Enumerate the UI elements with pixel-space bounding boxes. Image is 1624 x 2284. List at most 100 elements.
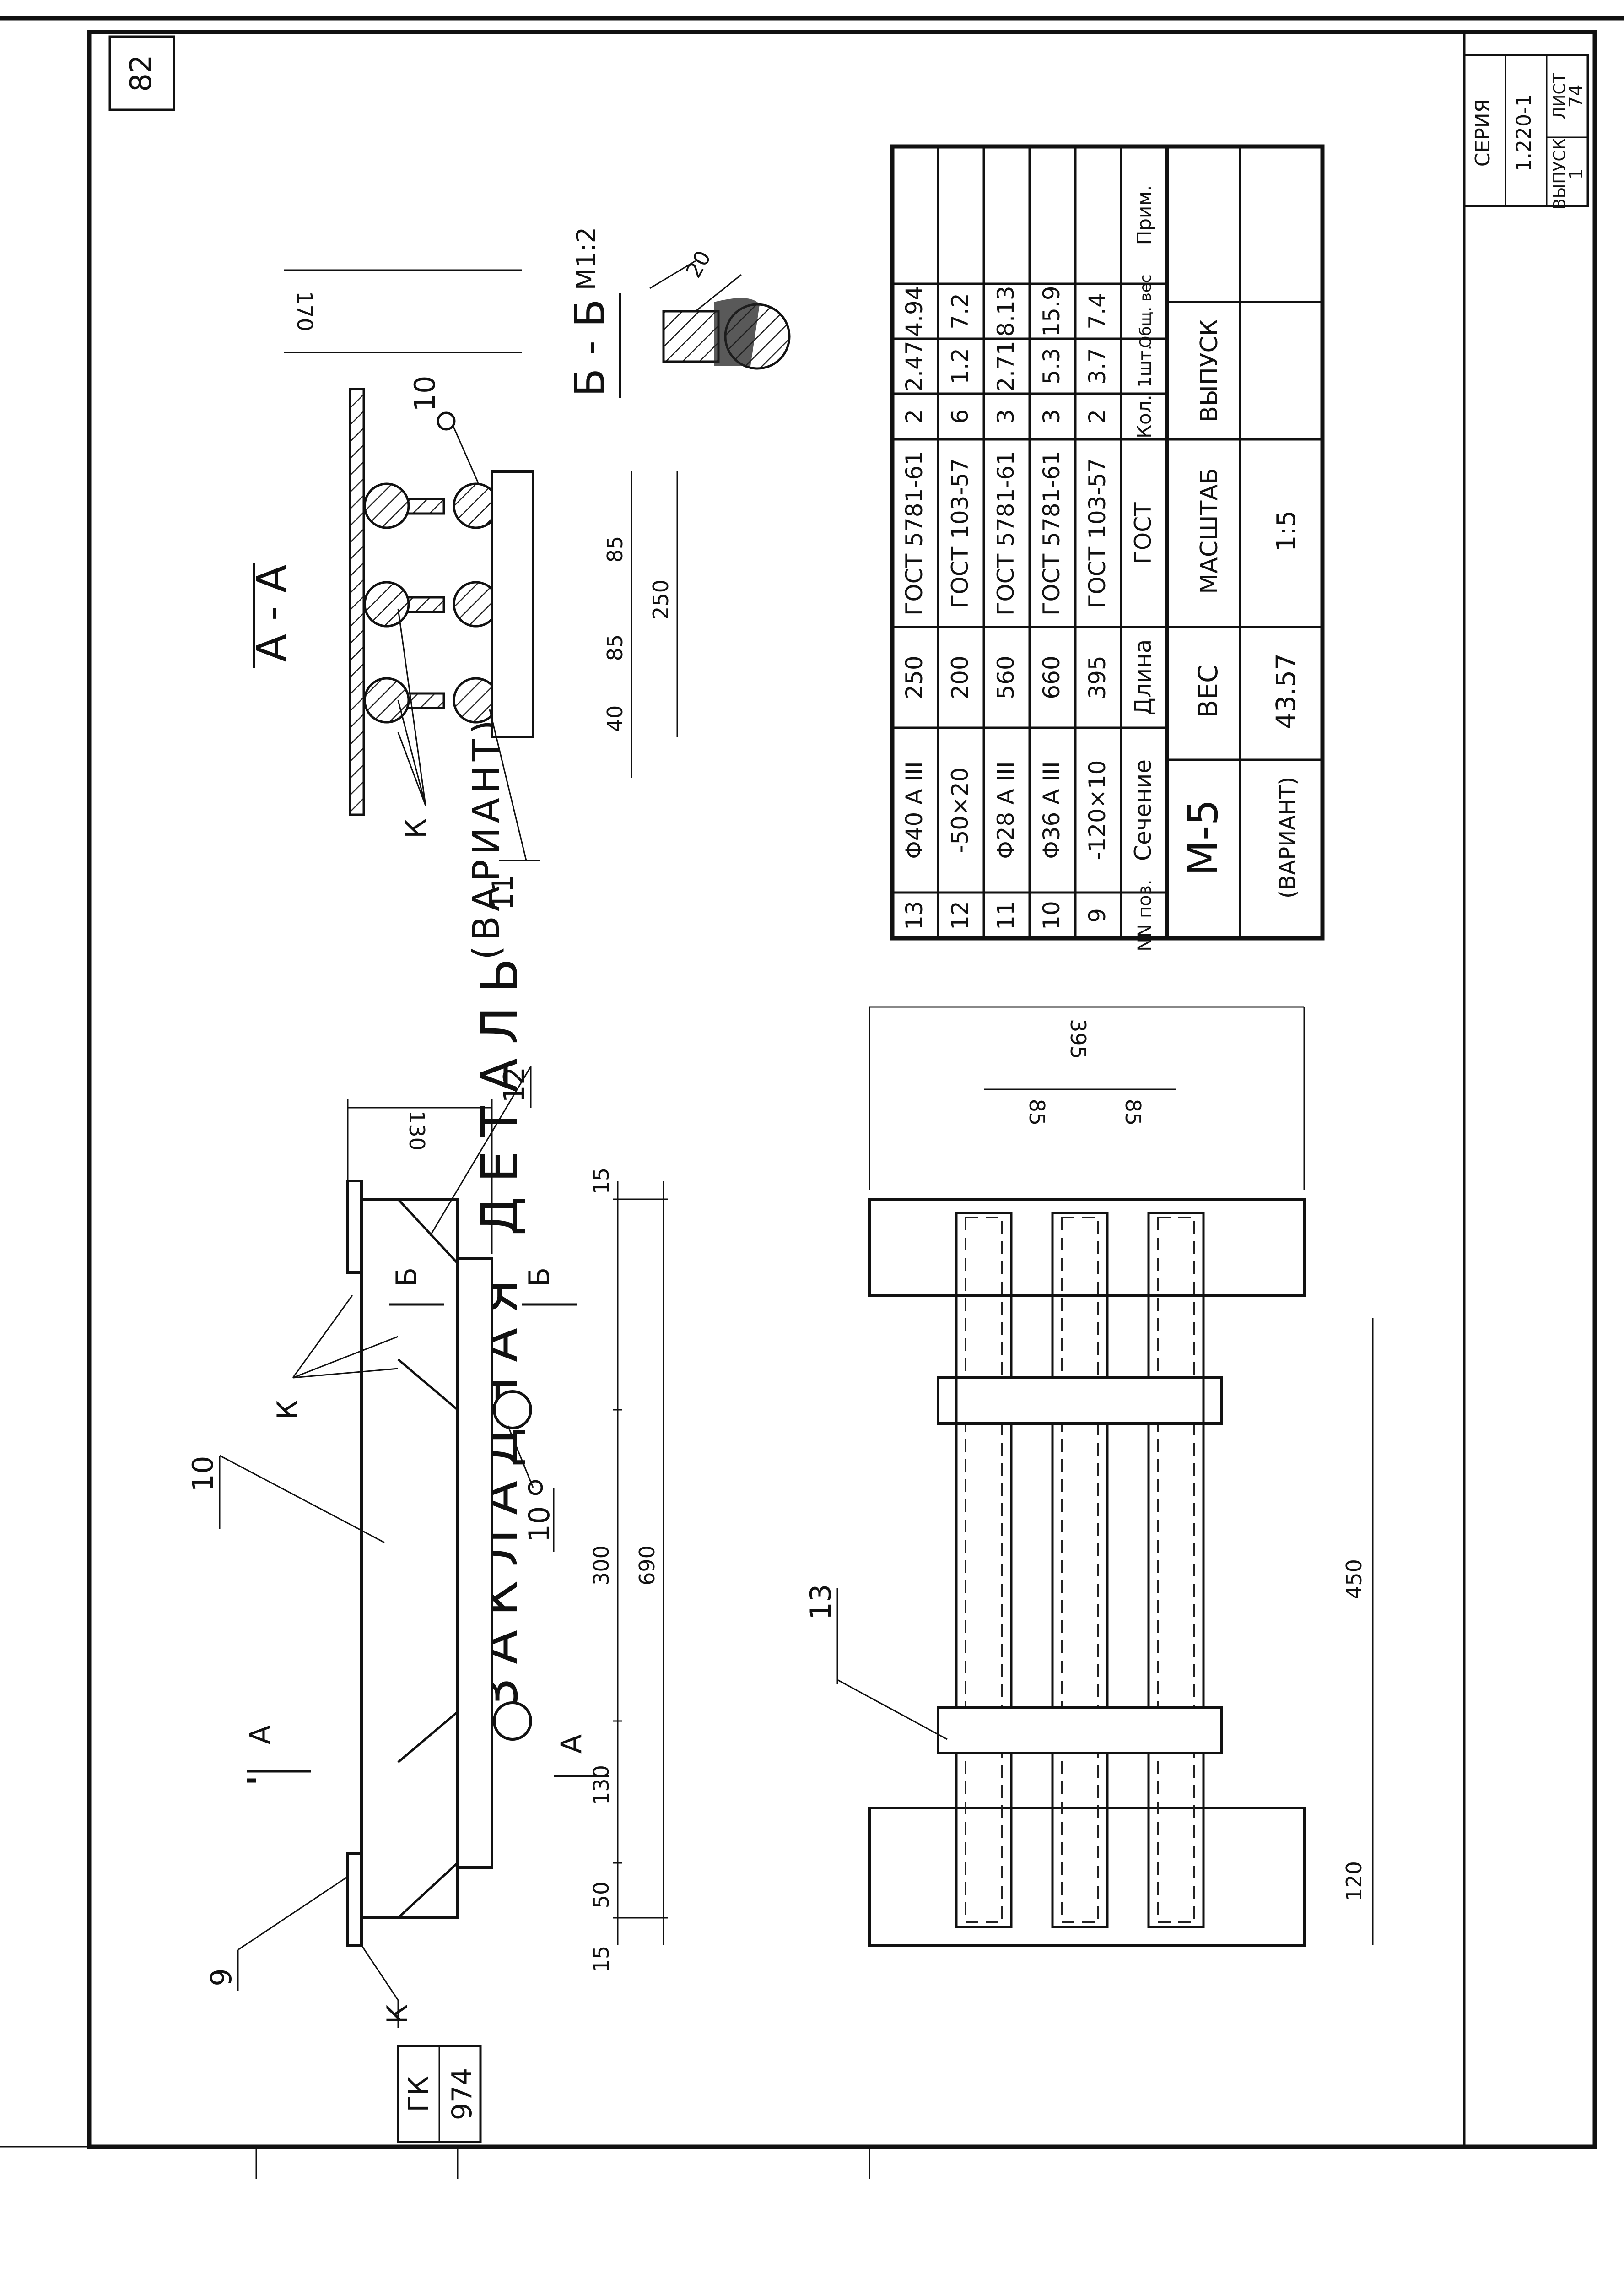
elev-dim-15-left: 15 (589, 1946, 614, 1973)
elev-dim-15-right: 15 (589, 1168, 614, 1195)
section-bb: Б - Б М1:2 20 (566, 227, 791, 398)
spec-h-unit: 1шт. (1135, 345, 1155, 387)
spec-h-pos: NN поз. (1134, 879, 1155, 951)
spec-h-gost: ГОСТ (1130, 502, 1156, 564)
elev-weld-k-bottom: К (381, 2004, 414, 2024)
elev-dim-690: 690 (635, 1545, 659, 1586)
spec-r2-section: -50×20 (947, 767, 973, 853)
spec-r1-gost: ГОСТ 5781-61 (901, 451, 928, 616)
spec-weight: 43.57 (1270, 653, 1301, 729)
bb-plate (662, 310, 720, 363)
plan-plate-9-left (868, 1807, 1306, 1947)
spec-h-length: Длина (1130, 639, 1156, 716)
elev-bar-13-right (493, 1390, 532, 1429)
spec-scale: 1:5 (1272, 510, 1301, 552)
plan-bars-11-10 (955, 1212, 1205, 1928)
spec-r2-gost: ГОСТ 103-57 (947, 458, 973, 608)
spec-mark-sub: (ВАРИАНТ) (1275, 777, 1300, 898)
elev-pos-12: 12 (497, 1067, 531, 1103)
spec-h-section: Сечение (1130, 759, 1156, 861)
elev-pos-10-bar: 10 (523, 1506, 556, 1543)
spec-table: 13 Φ40 А III 250 ГОСТ 5781-61 2 2.47 4.9… (890, 144, 1325, 952)
sheet-value: 74 (1566, 85, 1587, 108)
spec-r3-gost: ГОСТ 5781-61 (993, 451, 1019, 616)
sheet-label: ЛИСТ (1550, 72, 1569, 119)
series-value: 1.220-1 (1512, 94, 1536, 172)
aa-dim-170: 170 (292, 291, 317, 331)
spec-r5-qty: 2 (1084, 409, 1111, 424)
page-number: 82 (124, 54, 158, 92)
cut-a-bottom: А (555, 1734, 588, 1754)
spec-r2-unit: 1.2 (947, 348, 973, 384)
plan-dim-85-b: 85 (1121, 1099, 1145, 1126)
plan-pos-13: 13 (804, 1584, 837, 1620)
aa-weld-leaders (397, 608, 426, 806)
section-aa-label: А - А (248, 565, 296, 662)
aa-dim-250: 250 (648, 579, 673, 620)
plan-dim-395: 395 (1066, 1019, 1090, 1059)
elev-pos-9: 9 (205, 1968, 238, 1986)
elev-bar-11 (456, 1257, 493, 1869)
elev-bar-10 (360, 1198, 459, 1919)
elev-plate-9-left (346, 1852, 363, 1947)
spec-r2-qty: 6 (947, 409, 973, 424)
elev-pos-10-top: 10 (186, 1456, 220, 1492)
aa-dim-85-b: 85 (603, 536, 627, 563)
aa-dim-40: 40 (603, 705, 627, 732)
spec-scale-label: МАСШТАБ (1196, 468, 1223, 594)
plan-bar-13-left (937, 1706, 1223, 1754)
spec-r1-total: 4.94 (901, 286, 928, 336)
spec-r5-total: 7.4 (1084, 293, 1111, 330)
spec-r5-unit: 3.7 (1084, 348, 1111, 384)
spec-r1-unit: 2.47 (901, 341, 928, 391)
series-label: СЕРИЯ (1471, 99, 1495, 167)
plan-dim-450: 450 (1342, 1559, 1366, 1599)
aa-pos-11: 11 (486, 875, 519, 911)
series-stamp: СЕРИЯ 1.220-1 ВЫПУСК 1 ЛИСТ 74 (1463, 54, 1589, 210)
spec-r2-length: 200 (947, 655, 973, 699)
spec-r3-section: Φ28 А III (993, 761, 1019, 859)
cut-b-bottom: Б (523, 1267, 556, 1287)
spec-r1-qty: 2 (901, 409, 928, 424)
spec-r5-section: -120×10 (1084, 760, 1111, 861)
issue-label: ВЫПУСК (1550, 138, 1569, 210)
spec-r3-qty: 3 (993, 409, 1019, 424)
bb-weld (714, 298, 760, 366)
elev-dim-130: 130 (589, 1765, 614, 1805)
spec-r1-pos: 13 (901, 901, 928, 930)
elev-dim-130-height: 130 (405, 1110, 429, 1151)
spec-h-note: Прим. (1133, 185, 1155, 245)
spec-r5-pos: 9 (1084, 908, 1111, 923)
spec-mark: М-5 (1179, 799, 1227, 876)
spec-r4-unit: 5.3 (1038, 348, 1065, 384)
spec-r3-pos: 11 (993, 901, 1019, 930)
elev-plate-9-right (346, 1180, 363, 1274)
spec-r4-total: 15.9 (1038, 286, 1065, 336)
plan-dim-85-a: 85 (1025, 1099, 1049, 1126)
spec-r1-section: Φ40 А III (901, 761, 928, 859)
plan-dim-120: 120 (1342, 1861, 1366, 1901)
aa-pos-10: 10 (408, 376, 442, 412)
section-aa: А - А 10 11 К (248, 269, 678, 911)
aa-dim-85-a: 85 (603, 634, 627, 661)
spec-weight-label: ВЕС (1192, 665, 1224, 718)
elev-weld-leaders (292, 1295, 399, 2028)
plan-view: 13 395 85 85 450 120 (804, 1006, 1374, 1947)
elev-bar-13-left (493, 1701, 532, 1741)
elev-weld-k-top: К (271, 1400, 304, 1420)
gk-stamp: ГК 974 (397, 2045, 482, 2143)
spec-r2-pos: 12 (947, 901, 973, 930)
elevation-view: 10 9 12 10 К К А А Б Б 130 (186, 1066, 668, 2028)
issue-value: 1 (1566, 168, 1587, 179)
spec-r3-length: 560 (993, 655, 1019, 699)
cut-a-top: А (243, 1725, 277, 1744)
spec-r5-gost: ГОСТ 103-57 (1084, 458, 1111, 608)
spec-r4-qty: 3 (1038, 409, 1065, 424)
spec-r3-unit: 2.71 (993, 341, 1019, 391)
plan-bar-13-right (937, 1376, 1223, 1425)
aa-weld-k: К (399, 818, 432, 839)
plate-9-section (349, 388, 365, 816)
cut-b-top: Б (390, 1267, 423, 1287)
spec-r3-total: 8.13 (993, 286, 1019, 336)
gk-number: 974 (446, 2068, 478, 2121)
